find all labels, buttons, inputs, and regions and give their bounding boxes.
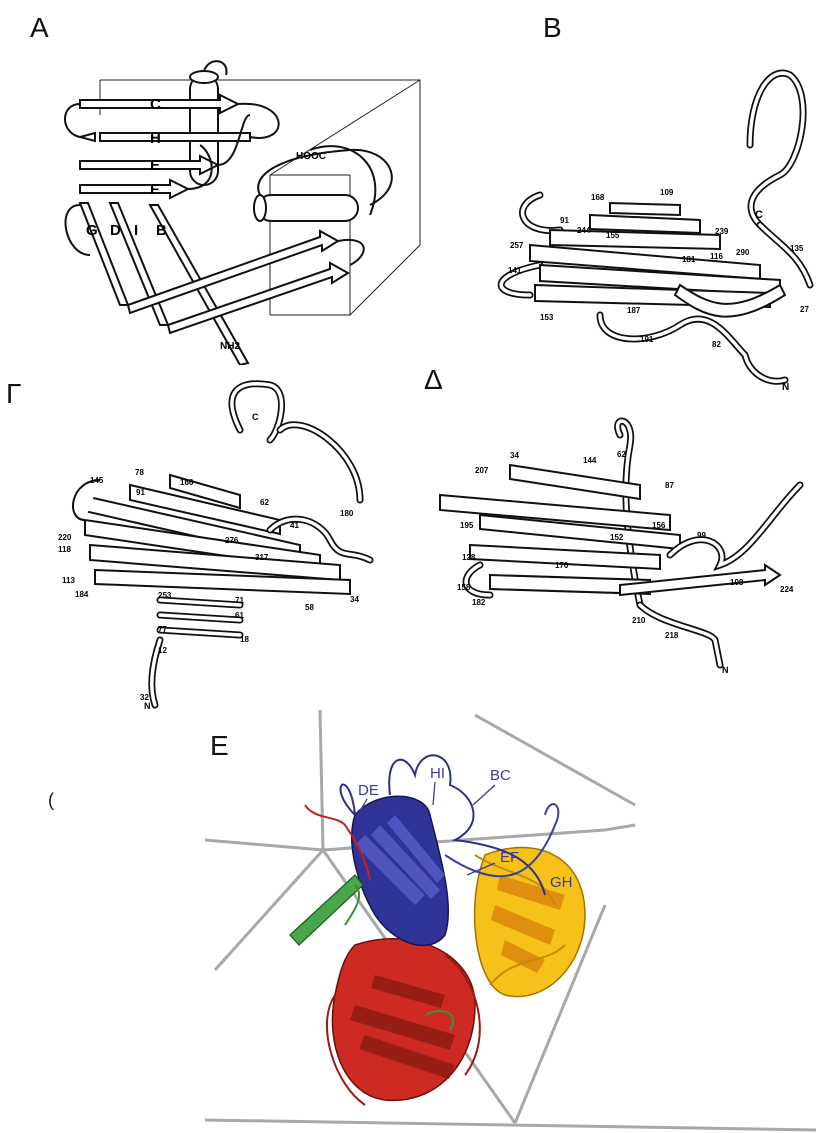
- b-num-239: 239: [715, 227, 729, 236]
- strand-label-h: H: [150, 130, 161, 147]
- panel-label-b: B: [543, 12, 562, 44]
- d-num-218: 218: [665, 631, 679, 640]
- panel-e-colored-structure: DE HI BC EF GH: [205, 705, 816, 1133]
- g-num-166: 166: [180, 478, 194, 487]
- b-num-135: 135: [790, 244, 804, 253]
- g-num-317: 317: [255, 553, 269, 562]
- g-num-118: 118: [58, 545, 71, 554]
- strand-label-i: I: [134, 222, 138, 239]
- c-terminus-label: HOOC: [296, 151, 326, 162]
- g-num-61: 61: [235, 611, 244, 620]
- g-num-220: 220: [58, 533, 72, 542]
- g-num-184: 184: [75, 590, 89, 599]
- d-num-156: 156: [652, 521, 666, 530]
- g-num-253: 253: [158, 591, 172, 600]
- strand-label-c: C: [150, 96, 161, 113]
- b-num-116: 116: [710, 252, 723, 261]
- d-num-224: 224: [780, 585, 794, 594]
- d-num-210: 210: [632, 616, 646, 625]
- stray-mark: (: [48, 790, 54, 811]
- strand-label-g: G: [86, 222, 98, 239]
- b-num-257: 257: [510, 241, 524, 250]
- b-num-27: 27: [800, 305, 809, 314]
- loop-label-gh: GH: [550, 874, 573, 891]
- strand-label-b: B: [156, 222, 167, 239]
- d-n-terminus: N: [722, 665, 729, 675]
- red-domain: [327, 939, 480, 1105]
- b-num-181: 181: [682, 255, 696, 264]
- g-num-113: 113: [62, 576, 75, 585]
- g-num-62: 62: [260, 498, 269, 507]
- g-num-41: 41: [290, 521, 299, 530]
- g-num-145: 145: [90, 476, 104, 485]
- b-num-82: 82: [712, 340, 721, 349]
- panel-label-d: Δ: [424, 364, 443, 396]
- b-num-141: 141: [508, 266, 522, 275]
- g-num-71: 71: [235, 596, 244, 605]
- d-num-158: 158: [457, 583, 471, 592]
- g-num-58: 58: [305, 603, 314, 612]
- b-num-153: 153: [540, 313, 554, 322]
- yellow-domain: [475, 848, 585, 997]
- b-num-244: 244: [577, 226, 591, 235]
- b-num-290: 290: [736, 248, 750, 257]
- b-num-191: 191: [640, 335, 654, 344]
- g-n-terminus: N: [144, 701, 151, 710]
- g-num-78: 78: [135, 468, 144, 477]
- panel-label-g: Г: [6, 378, 21, 410]
- b-num-168: 168: [591, 193, 605, 202]
- loop-label-de: DE: [358, 782, 379, 799]
- d-num-62: 62: [617, 450, 626, 459]
- g-num-18: 18: [240, 635, 249, 644]
- d-num-99: 99: [697, 531, 706, 540]
- b-num-187: 187: [627, 306, 641, 315]
- d-num-128: 128: [462, 553, 476, 562]
- strand-label-d: D: [110, 222, 121, 239]
- panel-label-a: A: [30, 12, 49, 44]
- strand-label-f: F: [150, 181, 159, 198]
- loop-label-hi: HI: [430, 765, 445, 782]
- d-num-87: 87: [665, 481, 674, 490]
- panel-d-ribbon-diagram: 34 207 144 62 87 195 152 156 99 128 170 …: [420, 415, 816, 675]
- g-num-12: 12: [158, 646, 167, 655]
- loop-label-ef: EF: [500, 849, 519, 866]
- panel-g-ribbon-diagram: 145 78 166 91 62 220 118 180 41 276 317 …: [40, 370, 400, 710]
- d-num-144: 144: [583, 456, 597, 465]
- loop-label-bc: BC: [490, 767, 511, 784]
- b-num-155: 155: [606, 231, 620, 240]
- n-terminus-label: NH2: [220, 341, 240, 352]
- panel-a-topology-diagram: C H E F G D I B HOOC NH2: [50, 55, 450, 365]
- g-c-terminus: C: [252, 412, 259, 422]
- g-num-77: 77: [158, 625, 167, 634]
- g-num-180: 180: [340, 509, 354, 518]
- d-num-170: 170: [555, 561, 569, 570]
- d-num-182: 182: [472, 598, 486, 607]
- d-num-207: 207: [475, 466, 489, 475]
- b-num-109: 109: [660, 188, 674, 197]
- b-c-terminus: C: [755, 209, 763, 221]
- d-num-108: 108: [730, 578, 744, 587]
- d-num-152: 152: [610, 533, 624, 542]
- b-n-terminus: N: [782, 382, 789, 393]
- d-num-34: 34: [510, 451, 519, 460]
- d-num-195: 195: [460, 521, 474, 530]
- panel-b-ribbon-diagram: 168 109 91 244 155 239 257 181 116 290 1…: [480, 55, 816, 395]
- g-num-91: 91: [136, 488, 145, 497]
- g-num-34: 34: [350, 595, 359, 604]
- b-num-91: 91: [560, 216, 569, 225]
- g-num-276: 276: [225, 536, 239, 545]
- strand-label-e: E: [150, 157, 160, 174]
